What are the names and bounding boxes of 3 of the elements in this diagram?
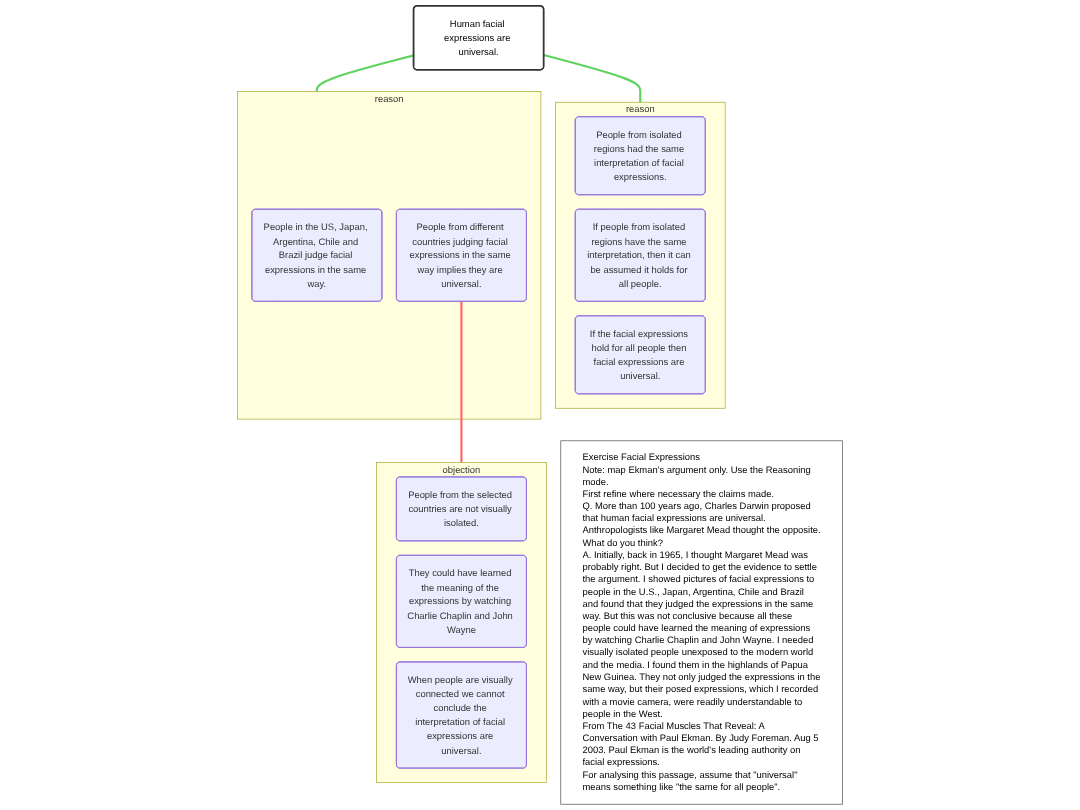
connector [315, 54, 415, 92]
connector [543, 53, 642, 103]
connector [460, 301, 463, 463]
